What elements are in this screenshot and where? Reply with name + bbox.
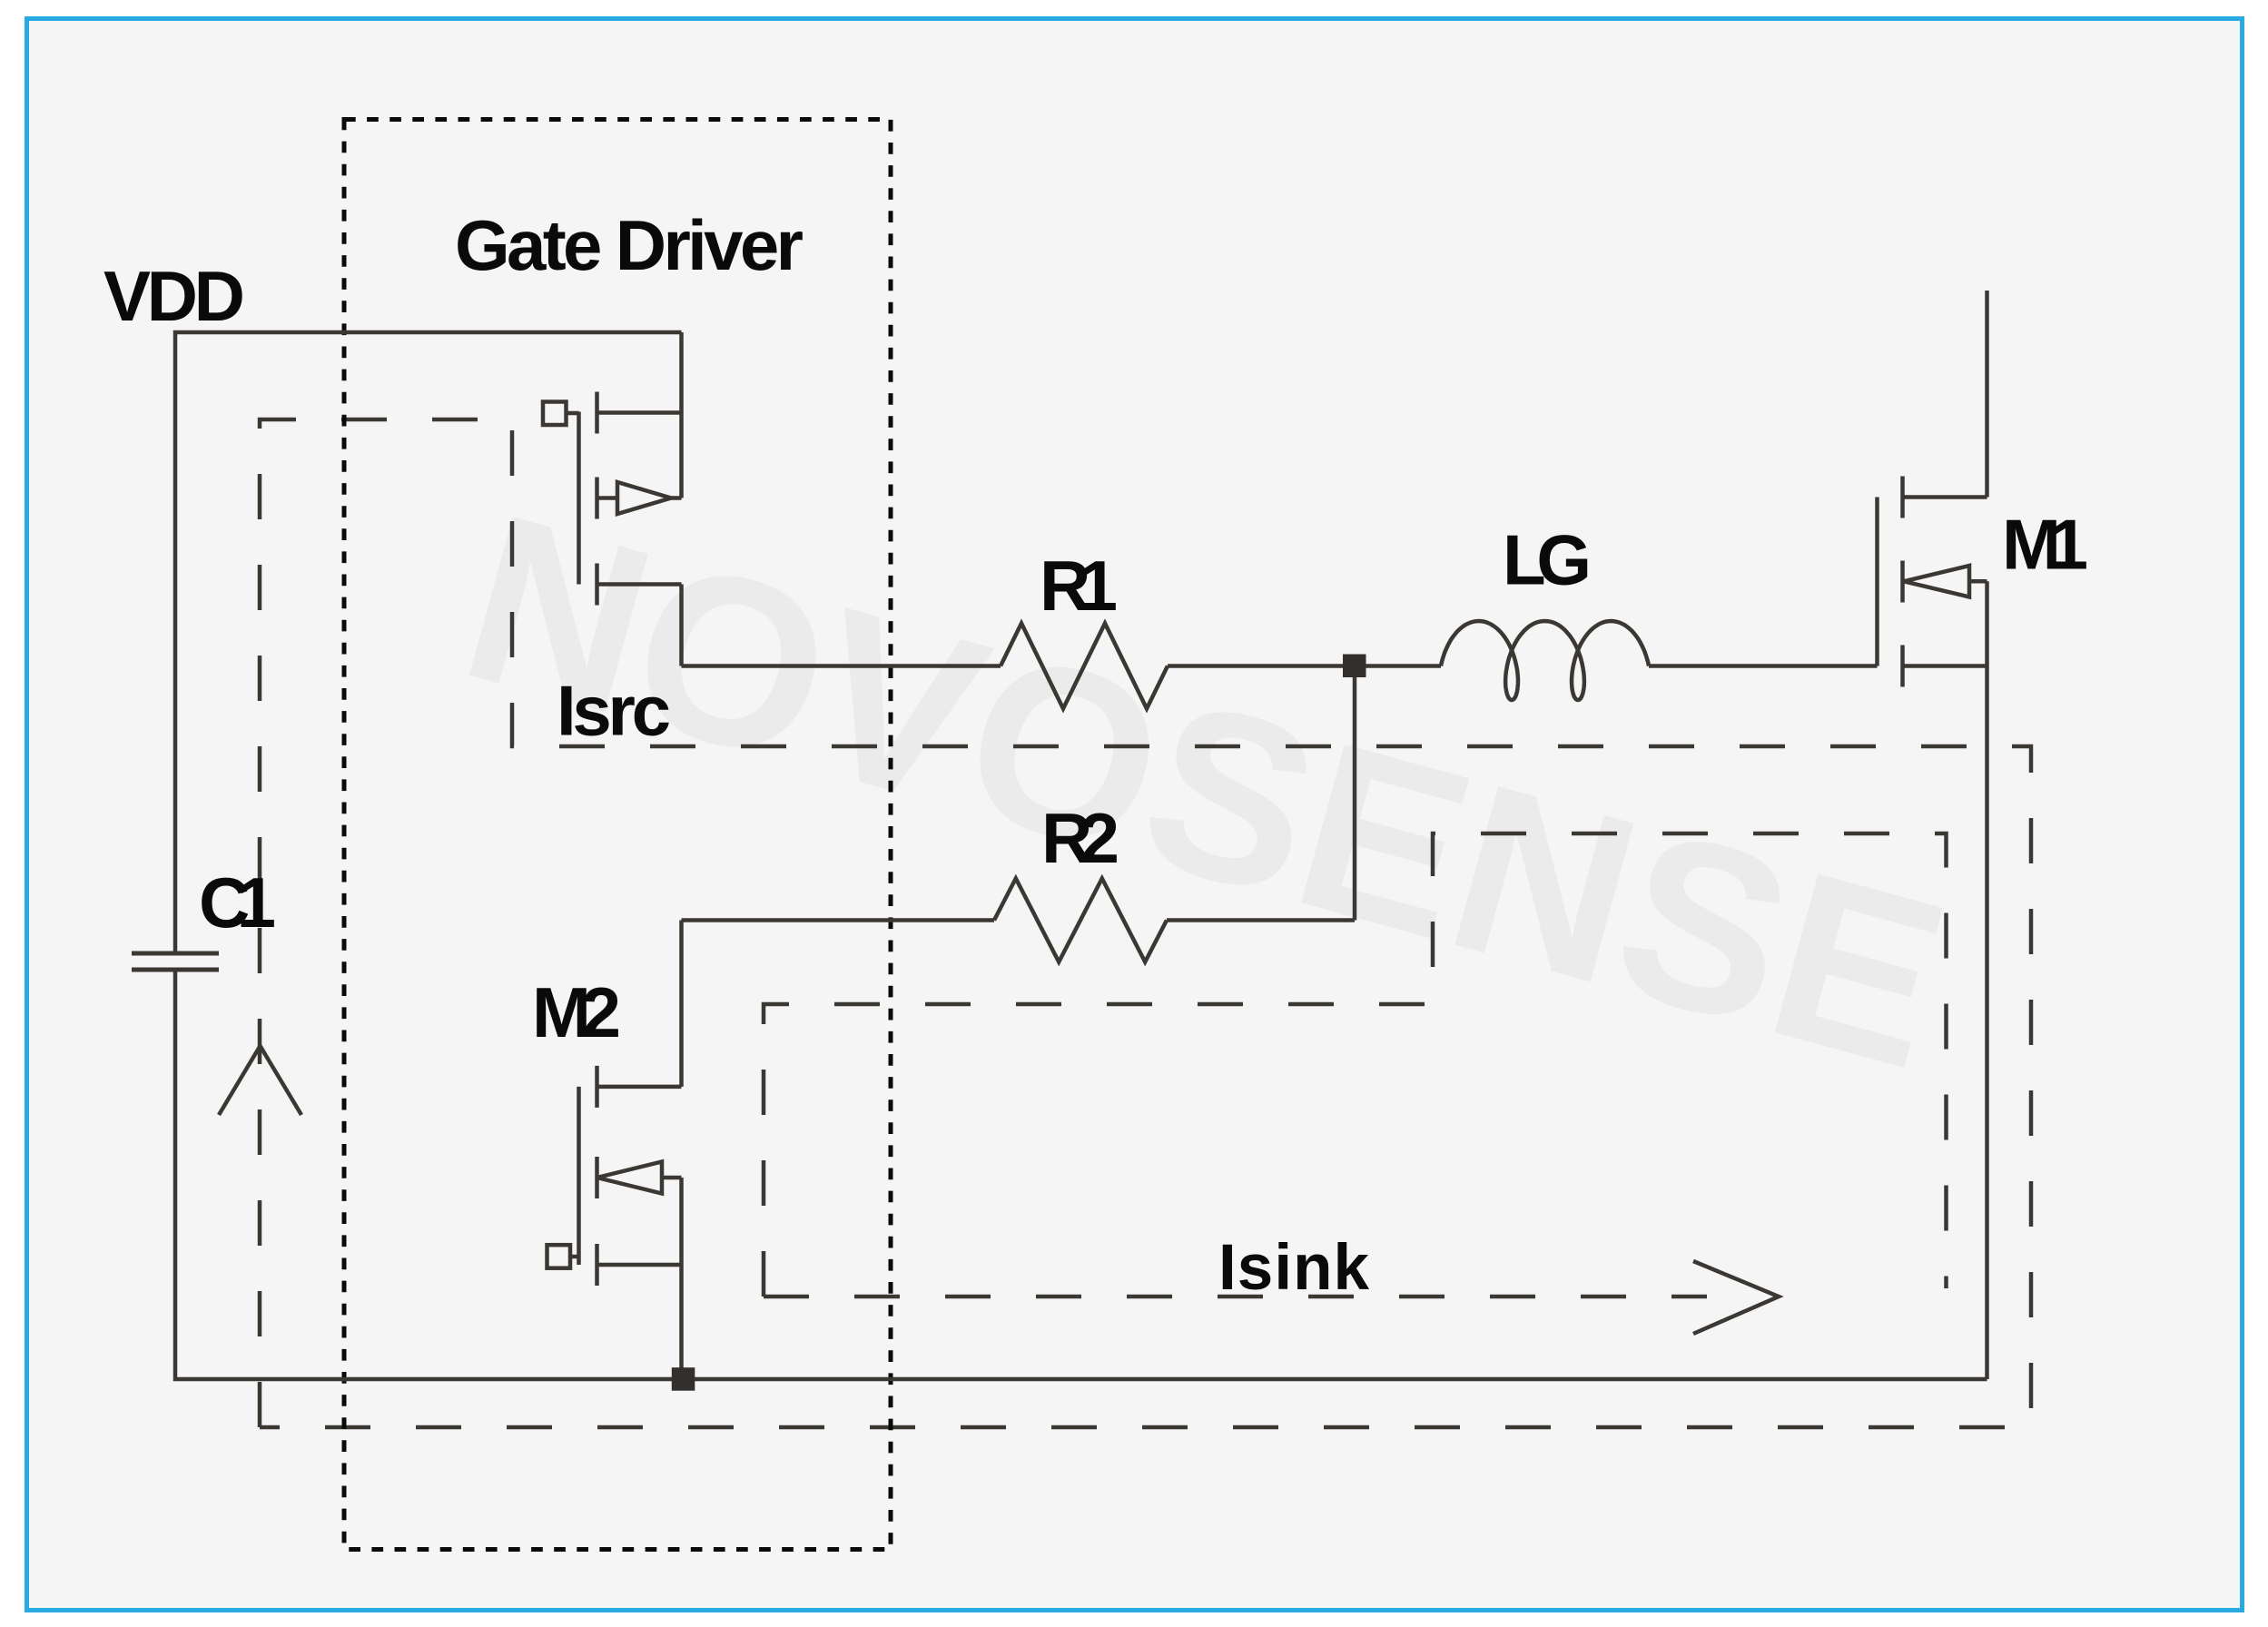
svg-text:LG: LG (1503, 520, 1592, 600)
svg-text:Isrc: Isrc (557, 671, 671, 751)
svg-text:Gate Driver: Gate Driver (455, 205, 804, 285)
svg-text:M2: M2 (532, 972, 621, 1052)
svg-text:VDD: VDD (104, 256, 245, 336)
svg-text:R1: R1 (1040, 546, 1118, 626)
svg-text:C1: C1 (199, 863, 276, 942)
svg-text:M1: M1 (2002, 505, 2088, 585)
svg-text:R2: R2 (1041, 798, 1119, 878)
svg-text:Isink: Isink (1218, 1232, 1370, 1304)
